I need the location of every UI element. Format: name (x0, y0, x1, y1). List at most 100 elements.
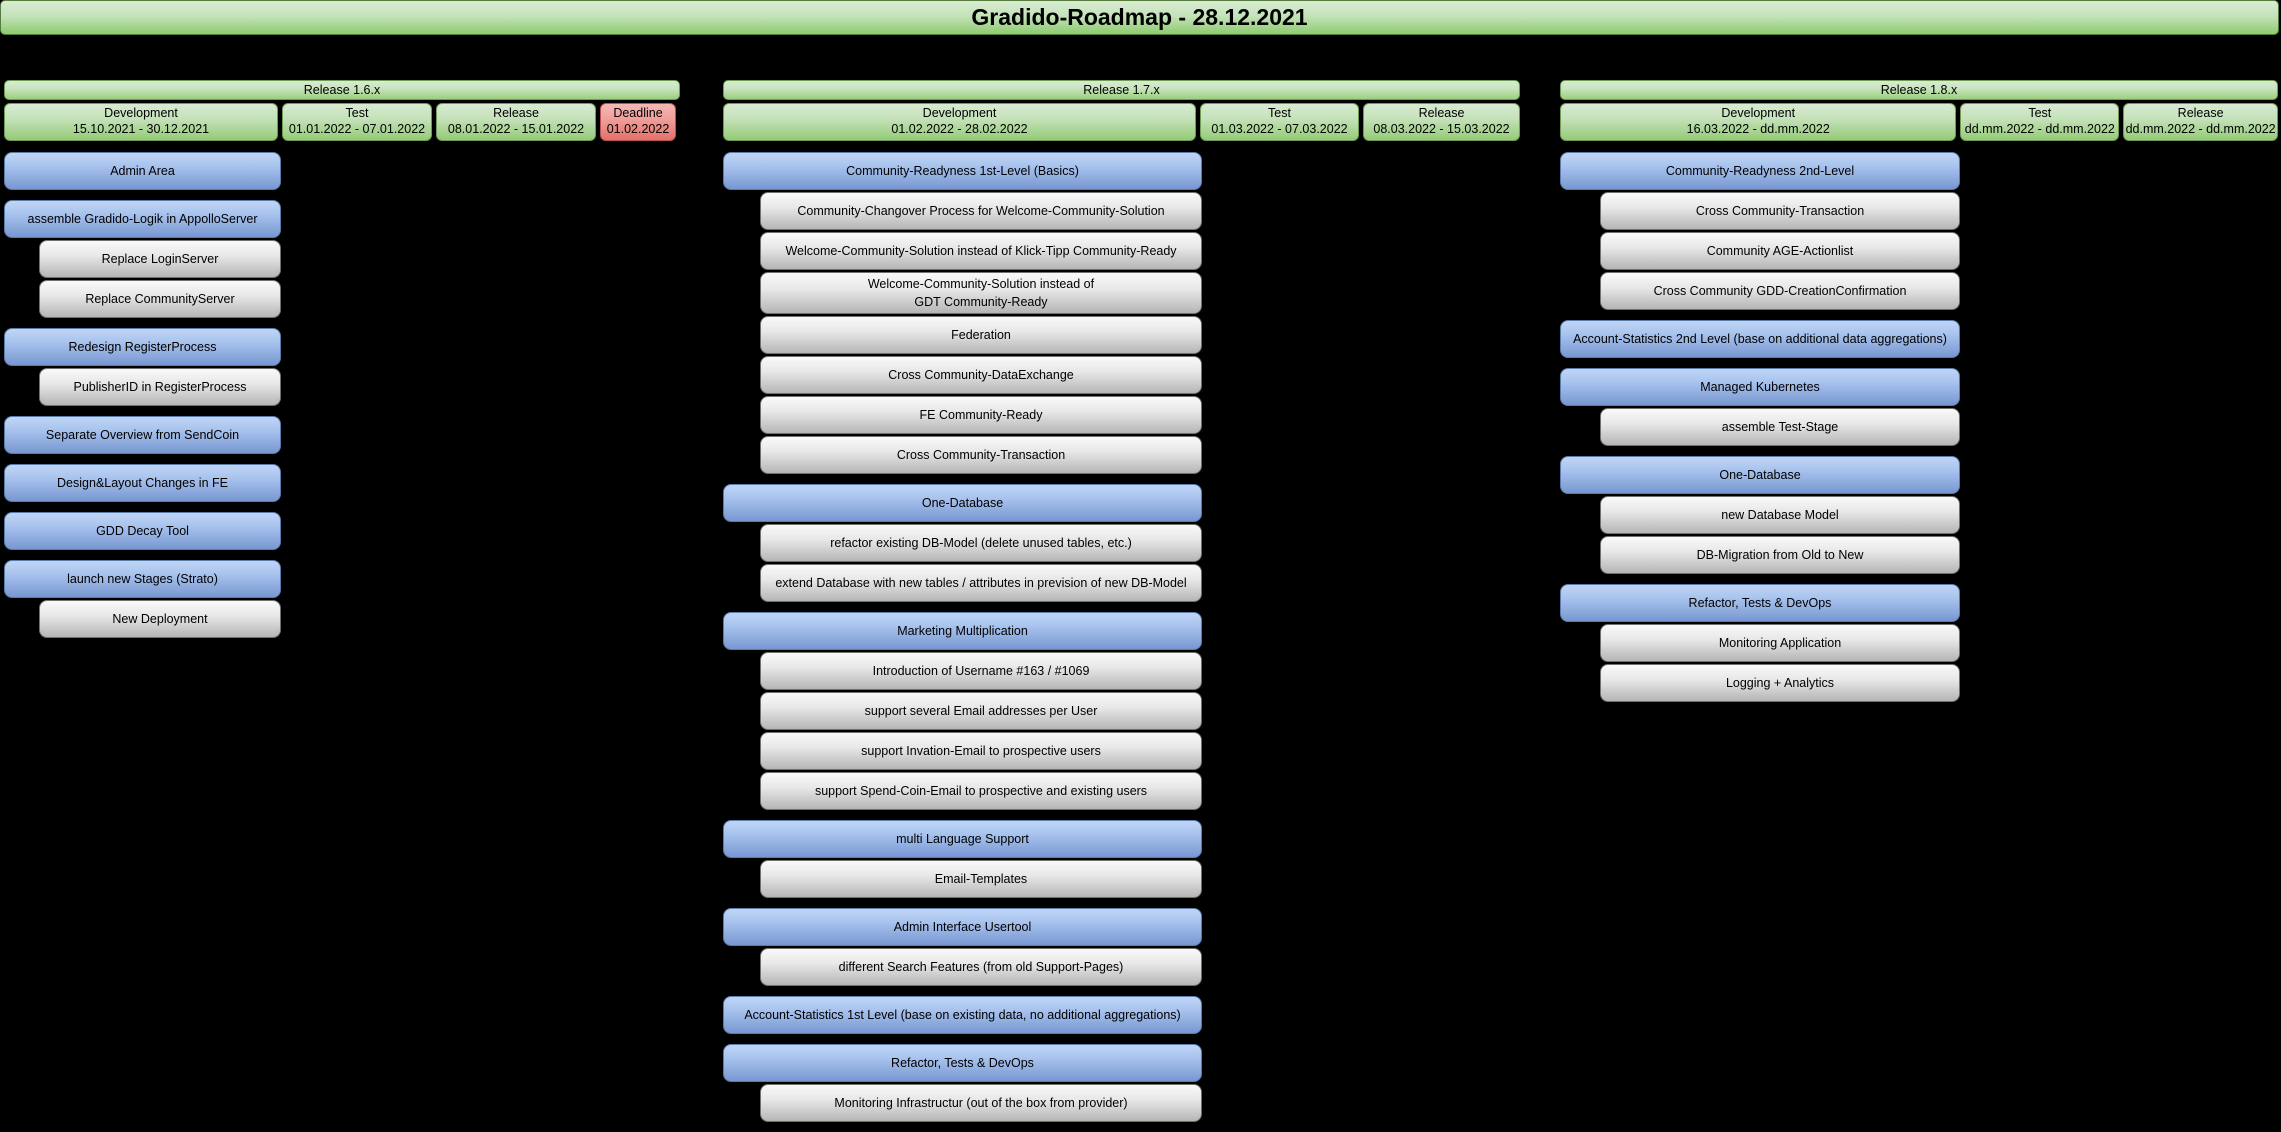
parent-task: Community-Readyness 1st-Level (Basics) (723, 152, 1202, 190)
parent-task: One-Database (1560, 456, 1960, 494)
parent-task: Refactor, Tests & DevOps (1560, 584, 1960, 622)
task-group: GDD Decay Tool (4, 512, 281, 550)
task-group: Separate Overview from SendCoin (4, 416, 281, 454)
release-header: Release 1.7.x (723, 80, 1520, 100)
phase-label: Test (345, 106, 369, 121)
child-task: new Database Model (1600, 496, 1960, 534)
child-task: Cross Community-DataExchange (760, 356, 1202, 395)
parent-task: assemble Gradido-Logik in AppolloServer (4, 200, 281, 238)
parent-task: GDD Decay Tool (4, 512, 281, 550)
child-task: Community AGE-Actionlist (1600, 232, 1960, 270)
task-group: launch new Stages (Strato)New Deployment (4, 560, 281, 638)
parent-task: Admin Interface Usertool (723, 908, 1202, 947)
phase-dates: dd.mm.2022 - dd.mm.2022 (2125, 122, 2276, 136)
task-list: Admin Area assemble Gradido-Logik in Appo… (4, 152, 281, 638)
phase-label: Release (493, 106, 539, 121)
phase-dates: 08.01.2022 - 15.01.2022 (447, 122, 585, 136)
child-task: Cross Community-Transaction (1600, 192, 1960, 230)
child-task: different Search Features (from old Supp… (760, 948, 1202, 987)
child-task: Cross Community GDD-CreationConfirmation (1600, 272, 1960, 310)
child-task: FE Community-Ready (760, 396, 1202, 435)
child-task: Replace CommunityServer (39, 280, 281, 318)
phase-dates: 01.02.2022 (606, 122, 670, 136)
child-task: extend Database with new tables / attrib… (760, 564, 1202, 603)
phase-label: Deadline (613, 106, 663, 121)
parent-task: Refactor, Tests & DevOps (723, 1044, 1202, 1083)
parent-task: One-Database (723, 484, 1202, 523)
phase-dates: 15.10.2021 - 30.12.2021 (72, 122, 210, 136)
phase-dates: 01.02.2022 - 28.02.2022 (891, 122, 1028, 136)
phase-dates: 16.03.2022 - dd.mm.2022 (1686, 122, 1830, 136)
parent-task: Separate Overview from SendCoin (4, 416, 281, 454)
phase-label: Test (2028, 106, 2052, 121)
task-list: Community-Readyness 1st-Level (Basics)Co… (723, 152, 1202, 1123)
phase-label: Test (1268, 106, 1291, 121)
phase-label: Development (104, 106, 178, 121)
child-task: Federation (760, 316, 1202, 355)
child-task: Monitoring Application (1600, 624, 1960, 662)
task-group: Community-Readyness 1st-Level (Basics)Co… (723, 152, 1202, 475)
parent-task: Account-Statistics 1st Level (base on ex… (723, 996, 1202, 1035)
phase-dates: dd.mm.2022 - dd.mm.2022 (1964, 122, 2115, 136)
child-task: support Spend-Coin-Email to prospective … (760, 772, 1202, 811)
parent-task: multi Language Support (723, 820, 1202, 859)
child-task: support several Email addresses per User (760, 692, 1202, 731)
child-task: refactor existing DB-Model (delete unuse… (760, 524, 1202, 563)
child-task: Cross Community-Transaction (760, 436, 1202, 475)
child-task: Replace LoginServer (39, 240, 281, 278)
child-task: Community-Changover Process for Welcome-… (760, 192, 1202, 230)
phase-label: Release (1418, 106, 1465, 121)
phase-dates: 01.03.2022 - 07.03.2022 (1211, 122, 1348, 136)
parent-task: Design&Layout Changes in FE (4, 464, 281, 502)
release-header: Release 1.8.x (1560, 80, 2278, 100)
child-task: Monitoring Infrastructur (out of the box… (760, 1084, 1202, 1123)
child-task: Logging + Analytics (1600, 664, 1960, 702)
parent-task: Managed Kubernetes (1560, 368, 1960, 406)
phase-label: Release (2177, 106, 2224, 121)
roadmap-title: Gradido-Roadmap - 28.12.2021 (0, 0, 2279, 35)
parent-task: Marketing Multiplication (723, 612, 1202, 651)
child-task: Welcome-Community-Solution instead of Kl… (760, 232, 1202, 270)
release-header: Release 1.6.x (4, 80, 680, 100)
parent-task: Account-Statistics 2nd Level (base on ad… (1560, 320, 1960, 358)
child-task: Introduction of Username #163 / #1069 (760, 652, 1202, 691)
task-group: Account-Statistics 1st Level (base on ex… (723, 996, 1202, 1035)
task-group: Admin Area (4, 152, 281, 190)
parent-task: Admin Area (4, 152, 281, 190)
parent-task: Redesign RegisterProcess (4, 328, 281, 366)
phase-label: Development (1721, 106, 1796, 121)
child-task: Email-Templates (760, 860, 1202, 899)
phase-dates: 08.03.2022 - 15.03.2022 (1373, 122, 1510, 136)
parent-task: launch new Stages (Strato) (4, 560, 281, 598)
phase-label: Development (922, 106, 997, 121)
child-task: Welcome-Community-Solution instead of GD… (760, 272, 1202, 315)
